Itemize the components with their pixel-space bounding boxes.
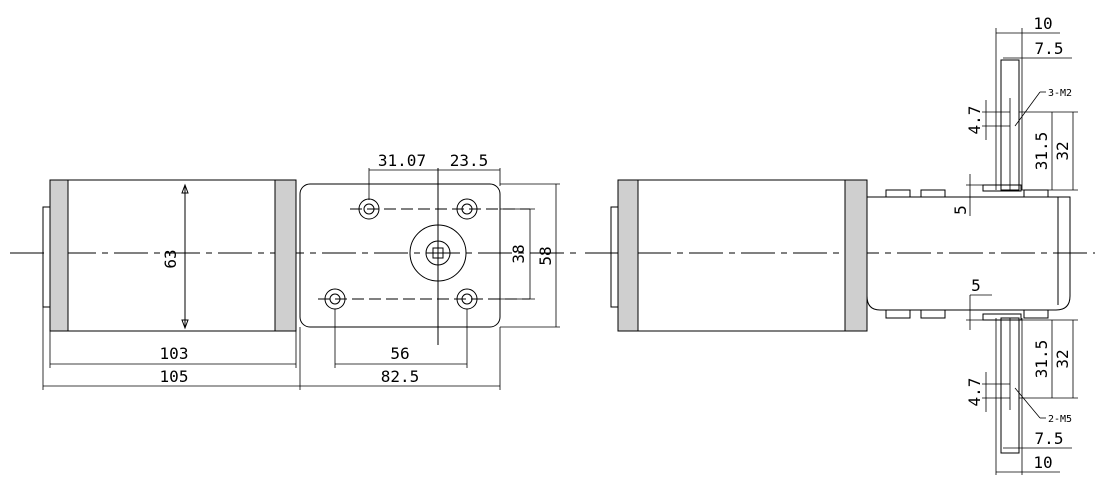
- leader-2-m5: [1014, 387, 1041, 419]
- dim-bottom-4-7: 4.7: [965, 378, 984, 407]
- dim-top-32: 32: [1053, 141, 1072, 160]
- diameter-label: 63: [161, 249, 180, 268]
- dim-58: 58: [536, 246, 555, 265]
- gearbox-plate: [299, 183, 501, 328]
- dim-31-07: 31.07: [378, 151, 426, 170]
- dim-top-7-5: 7.5: [1035, 39, 1064, 58]
- dim-top-31-5: 31.5: [1032, 132, 1051, 171]
- dim-top-4-7: 4.7: [965, 106, 984, 135]
- label-2-m5: 2-M5: [1048, 414, 1072, 425]
- side-motor-body: [617, 179, 868, 332]
- dim-bottom-5: 5: [971, 276, 981, 295]
- dim-82-5: 82.5: [381, 367, 420, 386]
- dim-103: 103: [160, 344, 189, 363]
- motor-band-right: [274, 179, 297, 332]
- side-gearbox-housing: [866, 196, 1071, 311]
- dim-bottom-31-5: 31.5: [1032, 340, 1051, 379]
- screw-head-bottom-1: [885, 309, 911, 319]
- side-motor-end-cap: [610, 206, 619, 308]
- screw-head-top-3: [1023, 189, 1049, 198]
- dim-105: 105: [160, 367, 189, 386]
- bottom-shaft-collar: [982, 313, 1022, 321]
- dim-top-10: 10: [1033, 14, 1052, 33]
- front-view: 63 31.07: [10, 151, 580, 390]
- diameter-arrows: [181, 183, 189, 330]
- screw-head-top-1: [885, 189, 911, 198]
- screw-head-top-2: [920, 189, 946, 198]
- side-band-left: [617, 179, 639, 332]
- dim-bottom-7-5: 7.5: [1035, 429, 1064, 448]
- motor-end-cap: [42, 206, 51, 308]
- side-band-right: [844, 179, 868, 332]
- side-view: 10 7.5 3-M2 4.7 31.5 32 5 5 31.5: [585, 14, 1095, 475]
- screw-head-bottom-3: [1023, 309, 1049, 319]
- leader-3-m2: [1014, 91, 1041, 127]
- motor-band-left: [49, 179, 69, 332]
- dim-23-5: 23.5: [450, 151, 489, 170]
- dim-bottom-32: 32: [1053, 349, 1072, 368]
- dim-bottom-10: 10: [1033, 453, 1052, 472]
- dim-38: 38: [509, 244, 528, 263]
- label-3-m2: 3-M2: [1048, 88, 1072, 99]
- screw-head-bottom-2: [920, 309, 946, 319]
- dim-56: 56: [390, 344, 409, 363]
- top-shaft-collar: [982, 184, 1022, 192]
- dim-top-5: 5: [951, 205, 970, 215]
